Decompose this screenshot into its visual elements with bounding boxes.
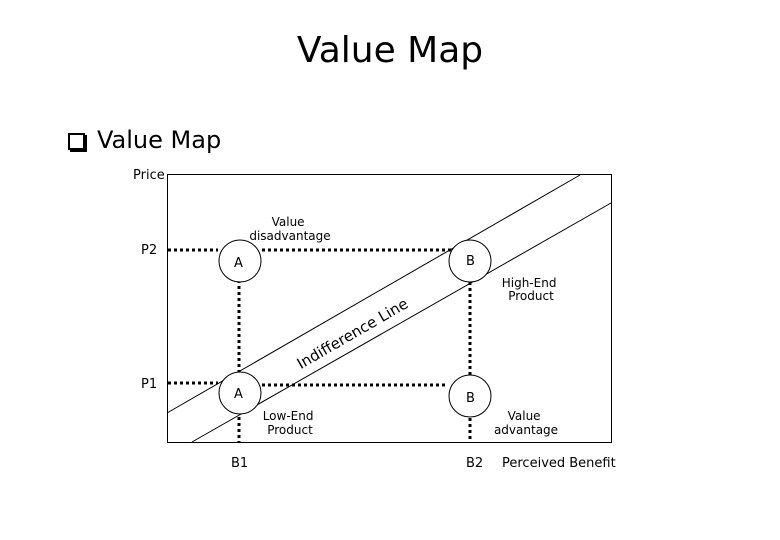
node-a-bottom-circle	[218, 371, 262, 415]
plot-frame	[167, 174, 612, 443]
bullet-text: Value Map	[97, 126, 222, 154]
node-a-bottom-label: A	[234, 387, 243, 402]
low-end-product-label: Low-End Product	[263, 409, 318, 437]
node-b-bottom-label: B	[466, 391, 475, 406]
slide-title: Value Map	[296, 30, 484, 71]
high-end-product-line-2: Product	[508, 289, 554, 303]
y-axis-label: Price	[133, 168, 165, 183]
node-b-top-circle	[448, 239, 492, 283]
value-advantage-label: Value advantage	[494, 409, 558, 437]
y-tick-p2: P2	[141, 243, 157, 258]
bullet-item: Value Map	[68, 126, 221, 154]
x-axis-label: Perceived Benefit	[502, 456, 616, 471]
low-end-product-line-2: Product	[267, 423, 313, 437]
indifference-line-lower	[191, 202, 612, 443]
y-tick-p1: P1	[141, 377, 157, 392]
node-b-top-label: B	[466, 254, 475, 269]
value-disadvantage-label: Value disadvantage	[249, 215, 330, 243]
node-b-bottom-circle	[448, 374, 492, 418]
node-a-top-circle	[218, 239, 262, 283]
node-a-top-label: A	[234, 256, 243, 271]
high-end-product-label: High-End Product	[502, 276, 561, 303]
x-tick-b1: B1	[231, 456, 248, 471]
value-disadvantage-line-2: disadvantage	[249, 229, 330, 243]
checkbox-bullet-icon	[68, 132, 85, 150]
x-tick-b2: B2	[466, 456, 483, 471]
value-disadvantage-line-1: Value	[272, 215, 305, 229]
low-end-product-line-1: Low-End	[263, 409, 314, 423]
high-end-product-line-1: High-End	[502, 276, 557, 290]
value-advantage-line-2: advantage	[494, 423, 558, 437]
value-advantage-line-1: Value	[508, 409, 541, 423]
